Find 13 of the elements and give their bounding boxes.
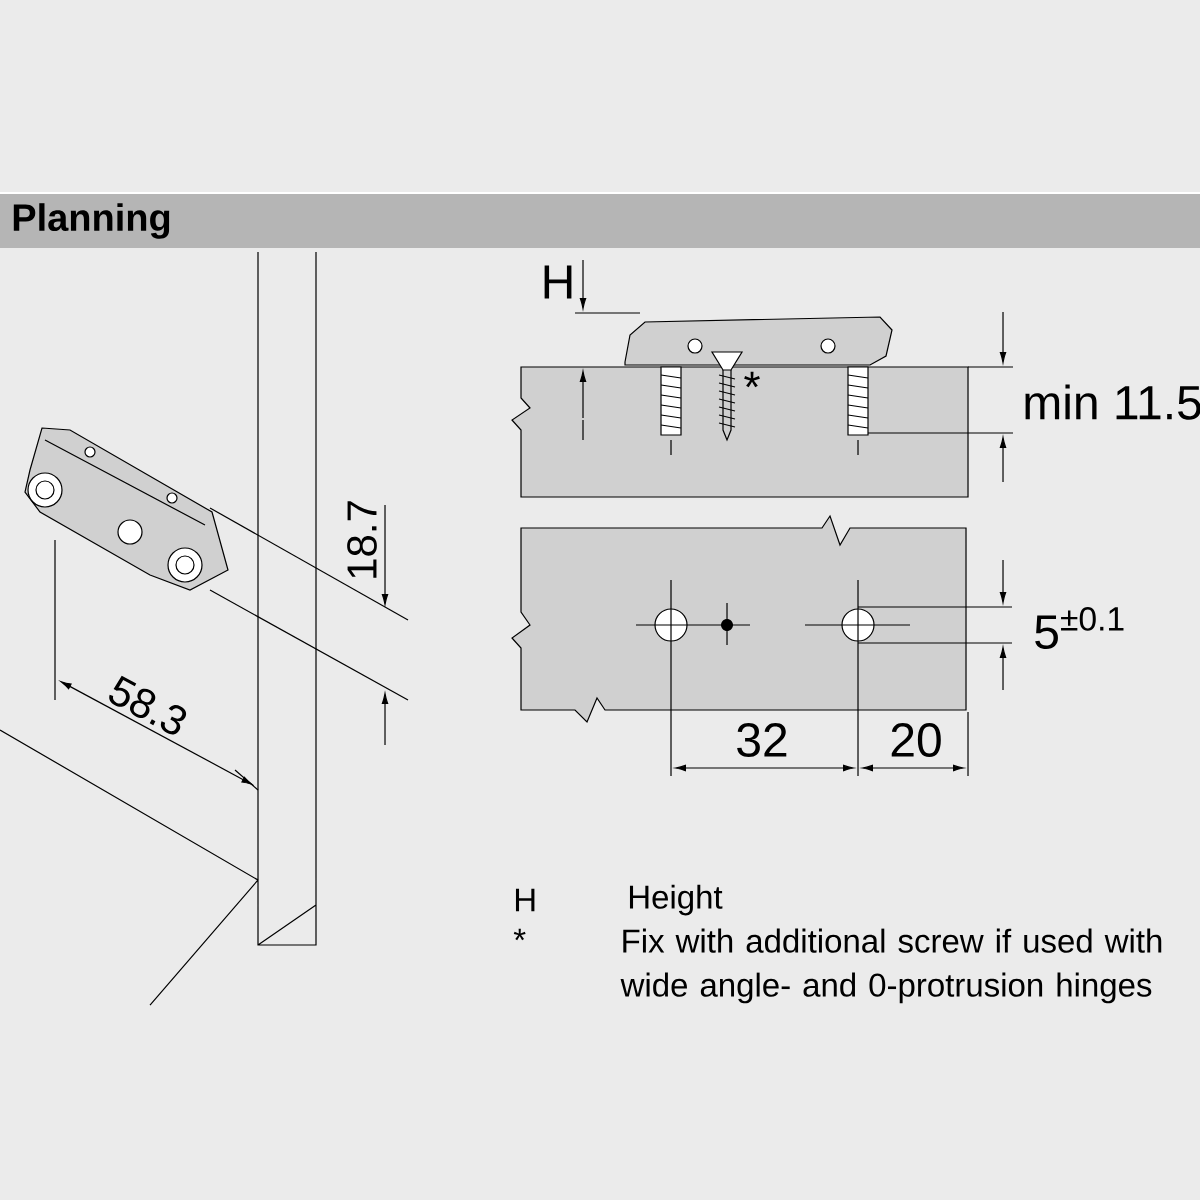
- key-symbol: *: [513, 928, 526, 941]
- dimension-value: 32: [737, 723, 787, 757]
- dimension-value: min 11.5: [1025, 384, 1200, 420]
- dimension-value: 18.7: [347, 501, 377, 578]
- key-symbol: H: [515, 888, 535, 912]
- dimension-value: 58.3: [109, 675, 187, 735]
- section-title: Planning: [13, 203, 170, 239]
- dimension-symbol: H: [544, 265, 572, 299]
- dimension-value: 5$^{±0.1}$: [1035, 607, 1124, 649]
- dimension-value: 20: [891, 723, 941, 757]
- key-text: Fix with additional screw if used with wide angle- and 0-protrusion hinges: [620, 928, 1162, 1004]
- footnote-mark: *: [744, 371, 760, 388]
- key-text: Height: [629, 884, 723, 916]
